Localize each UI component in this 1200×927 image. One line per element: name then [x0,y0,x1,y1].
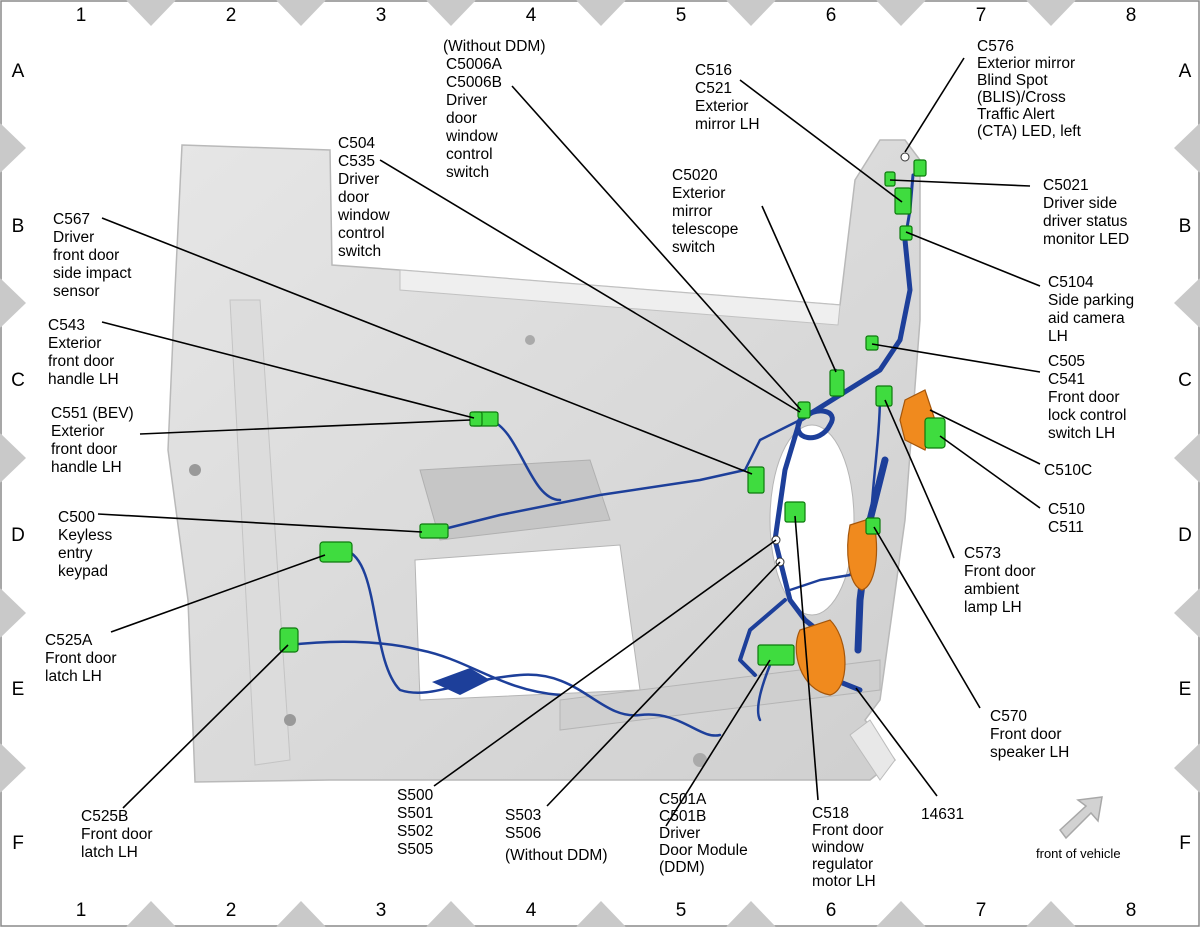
col-label-top: 4 [526,5,537,26]
connector-c551 [469,411,483,427]
row-label-right: E [1179,679,1192,700]
label-c518: C518 Front door window regulator motor L… [811,805,888,890]
connector-c567 [747,466,765,494]
col-label-top: 1 [76,5,87,26]
connector-c5104 [899,225,913,241]
connector-c501 [757,644,795,666]
connector-c525b [279,627,299,653]
callout-labels: (Without DDM) C5006A C5006B Driver door … [45,38,1138,890]
label-c5006: (Without DDM) C5006A C5006B Driver door … [443,38,550,181]
label-c501: C501A C501B Driver Door Module (DDM) [659,791,752,876]
label-c573: C573 Front door ambient lamp LH [964,545,1040,616]
col-label-bottom: 4 [526,900,537,921]
front-arrow-icon [1058,796,1103,840]
connector-c5020 [829,369,845,397]
label-14631: 14631 [921,806,964,823]
col-label-top: 7 [976,5,987,26]
label-c551: C551 (BEV) Exterior front door handle LH [51,405,138,476]
col-label-top: 5 [676,5,687,26]
label-c5020: C5020 Exterior mirror telescope switch [672,167,743,256]
connector-c510 [924,417,946,449]
col-label-bottom: 5 [676,900,687,921]
connector-c5006 [797,401,811,419]
row-label-right: C [1178,370,1192,391]
col-label-top: 8 [1126,5,1137,26]
connectors [279,152,946,666]
label-c516: C516 C521 Exterior mirror LH [695,62,760,133]
label-c525a: C525A Front door latch LH [45,632,121,685]
col-label-bottom: 2 [226,900,237,921]
label-c543: C543 Exterior front door handle LH [48,317,119,388]
connector-c525a [319,541,353,563]
row-label-right: B [1179,216,1192,237]
col-label-bottom: 3 [376,900,387,921]
connector-c576 [913,159,927,177]
row-label-right: A [1179,61,1192,82]
leader-lines [97,57,1041,827]
front-of-vehicle-indicator: front of vehicle [1036,796,1121,861]
label-c5104: C5104 Side parking aid camera LH [1048,274,1138,345]
connector-c5021 [884,171,896,187]
label-c504: C504 C535 Driver door window control swi… [337,135,394,260]
col-label-bottom: 7 [976,900,987,921]
connector-c500 [419,523,449,539]
label-c510c: C510C [1044,462,1092,479]
label-c510: C510 C511 [1048,501,1089,536]
row-label-right: F [1179,833,1191,854]
label-c525b: C525B Front door latch LH [81,808,157,861]
label-c570: C570 Front door speaker LH [990,708,1069,761]
front-of-vehicle-label: front of vehicle [1036,846,1121,861]
connector-c570 [865,517,881,535]
row-label-left: C [11,370,25,391]
col-label-bottom: 8 [1126,900,1137,921]
row-label-right: D [1178,525,1192,546]
row-label-left: D [11,525,25,546]
connector-c573 [875,385,893,407]
connector-c516 [894,187,912,215]
label-c500: C500 Keyless entry keypad [58,509,117,580]
col-label-top: 2 [226,5,237,26]
label-c576: C576 Exterior mirror Blind Spot (BLIS)/C… [977,38,1082,140]
label-s500: S500 S501 S502 S505 [397,787,438,858]
row-label-left: E [12,679,25,700]
row-label-left: B [12,216,25,237]
row-label-left: A [12,61,25,82]
label-c505: C505 C541 Front door lock control switch… [1048,353,1131,442]
label-s503: S503 S506 (Without DDM) [505,807,607,864]
connector-c505 [865,335,879,351]
col-label-top: 3 [376,5,387,26]
label-c567: C567 Driver front door side impact senso… [53,211,136,300]
col-label-bottom: 1 [76,900,87,921]
door-panel [167,139,921,783]
col-label-top: 6 [826,5,837,26]
col-label-bottom: 6 [826,900,837,921]
grid-labels: 1 2 3 4 5 6 7 8 1 2 3 4 5 6 7 8 A B C D … [11,5,1192,921]
row-label-left: F [12,833,24,854]
label-c5021: C5021 Driver side driver status monitor … [1043,177,1132,248]
